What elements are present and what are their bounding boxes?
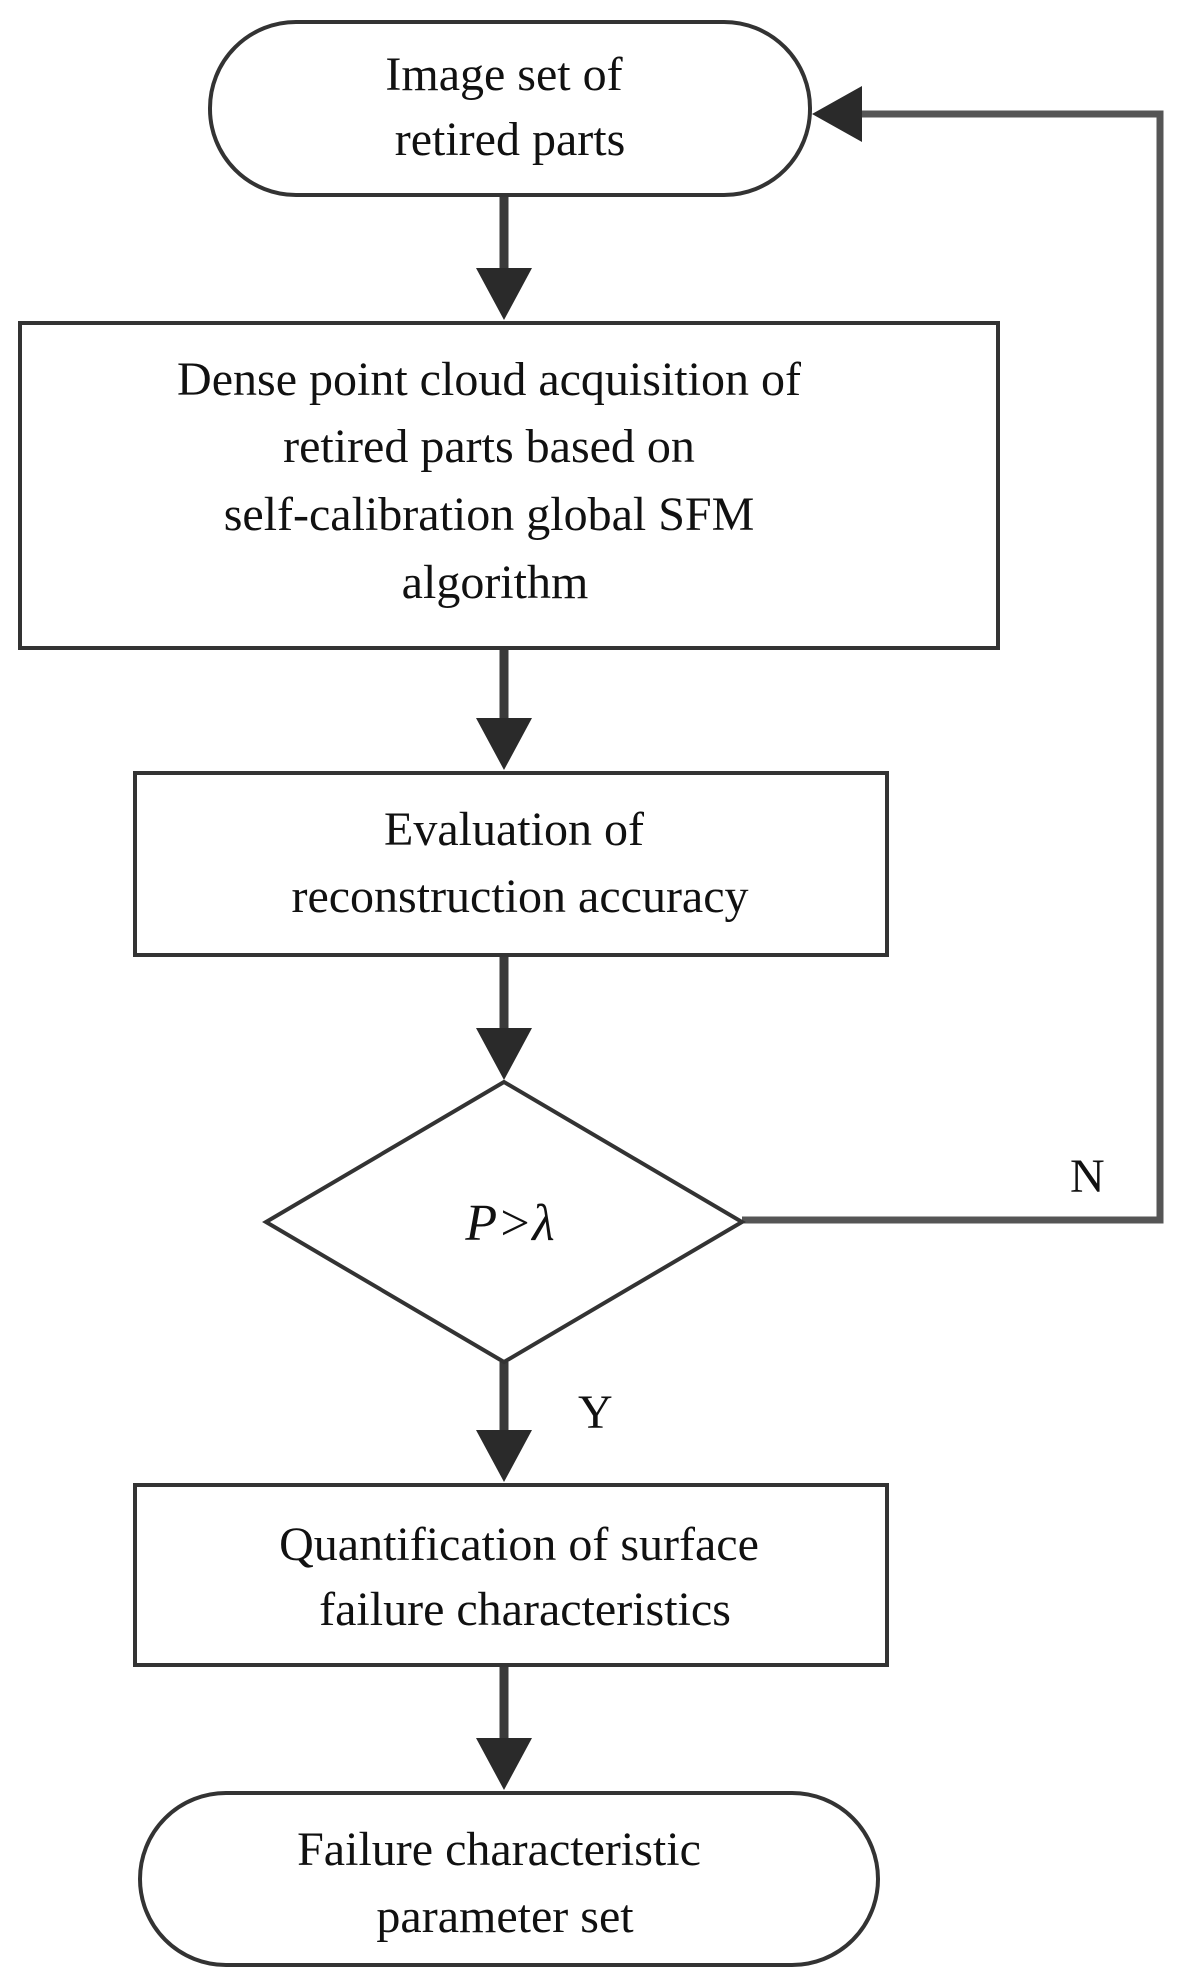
evaluation-process: Evaluation of reconstruction accuracy bbox=[133, 771, 889, 957]
quantification-process: Quantification of surface failure charac… bbox=[133, 1483, 889, 1667]
evaluation-process-label: Evaluation of reconstruction accuracy bbox=[291, 803, 748, 923]
evaluation-process-box bbox=[133, 771, 889, 957]
arrowhead-decision-to-quant bbox=[476, 1430, 532, 1482]
dense-process-box bbox=[18, 321, 1000, 650]
arrowhead-start-to-dense bbox=[476, 268, 532, 320]
connectors bbox=[476, 86, 1164, 1790]
decision-condition: P>λ bbox=[464, 1195, 554, 1252]
end-terminator: Failure characteristic parameter set bbox=[138, 1791, 880, 1967]
quantification-process-label: Quantification of surface failure charac… bbox=[279, 1518, 771, 1636]
decision-shape bbox=[262, 1079, 746, 1365]
arrowhead-dense-to-eval bbox=[476, 718, 532, 770]
start-terminator: Image set of retired parts bbox=[208, 20, 812, 197]
arrow-feedback-loop bbox=[742, 110, 1164, 1224]
arrowhead-quant-to-end bbox=[476, 1738, 532, 1790]
end-shape bbox=[138, 1791, 880, 1967]
start-label: Image set of retired parts bbox=[385, 48, 634, 166]
end-label: Failure characteristic parameter set bbox=[297, 1823, 713, 1943]
quantification-process-box bbox=[133, 1483, 889, 1667]
dense-process-label: Dense point cloud acquisition of retired… bbox=[177, 353, 813, 609]
dense-point-cloud-process: Dense point cloud acquisition of retired… bbox=[18, 321, 1000, 650]
no-label: N bbox=[1070, 1150, 1105, 1203]
arrowhead-eval-to-decision bbox=[476, 1028, 532, 1080]
arrowhead-feedback-loop bbox=[812, 86, 862, 142]
yes-label: Y bbox=[578, 1386, 613, 1439]
decision-diamond: P>λ bbox=[262, 1079, 746, 1365]
start-shape bbox=[208, 20, 812, 197]
